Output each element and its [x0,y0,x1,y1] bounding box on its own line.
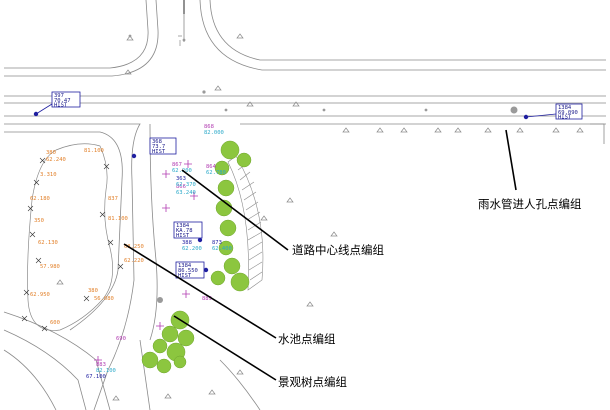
box-top-text: 368 [152,139,162,145]
purple-point-label: 82.000 [204,130,224,136]
pool-point-label: 837 [108,196,118,202]
pool-point-label: 62.240 [46,157,66,163]
pool-point-label: 68.250 [124,244,144,250]
manhole-left-text: 397 [54,93,64,99]
box-top: 368 73.7 HIST [149,137,177,155]
callout-leaders [123,129,517,381]
landscape-tree-callout: 景观树点编组 [278,375,347,389]
pool-point-label: 3.310 [40,172,57,178]
box-mid-text: HIST [176,233,190,239]
manhole-right-text: 1384 [558,105,572,111]
pool-point-label: 57.980 [40,264,60,270]
rain-manhole-callout: 雨水管进人孔点编组 [478,197,582,211]
pool-outline [27,143,113,331]
box-low-text: 86.550 [178,268,198,274]
box-low-text: 1384 [178,263,192,269]
landscape-tree-leader [173,315,277,381]
pool-callout: 水池点编组 [278,332,336,346]
purple-point-markers [94,160,198,364]
pool-point-label: 56.080 [94,296,114,302]
manhole-left-text: HIST [54,103,68,109]
purple-point-label: 864 [206,164,217,170]
pool-point-markers [21,157,124,332]
box-mid: 1384 KA.78 HIST [173,221,203,239]
purple-point-label: 883 [96,362,106,368]
box-low-text: HIST [178,273,192,279]
pool-point-label: 62.180 [30,196,50,202]
box-mid-text: 1384 [176,223,190,229]
purple-point-label: 82.100 [96,368,116,374]
pool-point-label: 62.220 [124,258,144,264]
road-point-label: 62.370 [176,182,196,188]
pool-point-label: 380 [46,150,56,156]
road-symbols [56,33,584,401]
road-point-label: 388 [182,240,192,246]
purple-point-label: 868 [204,124,214,130]
road-point-label: 873 [212,240,222,246]
purple-point-label: 62.780 [206,170,226,176]
purple-point-label: 67.100 [86,374,106,380]
pool-point-label: 62.130 [38,240,58,246]
landscape-trees [141,140,252,374]
pool-point-label: 600 [50,320,60,326]
road-dots [128,34,518,303]
road-centerline-callout: 道路中心线点编组 [292,243,384,257]
box-top-text: 73.7 [152,144,165,150]
purple-point-labels: 868 82.000 867 62.200 864 62.780 866 63.… [86,124,226,380]
manhole-right-box: 1384 69.090 HIST [523,103,583,121]
box-top-text: HIST [152,149,166,155]
box-low: 1384 86.550 HIST [175,261,205,279]
purple-point-label: 866 [176,184,186,190]
manhole-left-text: 70.47 [54,98,71,104]
manhole-left-box: 397 70.47 HIST [33,91,81,117]
pool-point-label: 81.100 [108,216,128,222]
pool-point-label: 350 [34,218,44,224]
purple-point-label: 889 [202,296,212,302]
pool-leader [123,243,277,339]
road-point-label: 62.200 [182,246,202,252]
pool-point-label: 81.100 [84,148,104,154]
pool-point-labels: 380 62.240 3.310 81.100 62.180 350 62.13… [30,148,144,326]
pool-point-label: 380 [88,288,98,294]
pool-point-label: 62.950 [30,292,50,298]
manhole-right-text: HIST [558,115,572,121]
purple-point-label: 690 [116,336,126,342]
purple-point-label: 63.240 [176,190,196,196]
box-mid-text: KA.78 [176,228,193,234]
purple-point-label: 867 [172,162,182,168]
purple-point-label: 62.200 [172,168,192,174]
road-point-label: 363 [176,176,186,182]
road-point-label: 62.400 [212,246,232,252]
road-centerline-leader [181,169,289,251]
rain-manhole-leader [505,129,517,191]
road-linework [3,0,606,410]
manhole-right-text: 69.090 [558,110,578,116]
